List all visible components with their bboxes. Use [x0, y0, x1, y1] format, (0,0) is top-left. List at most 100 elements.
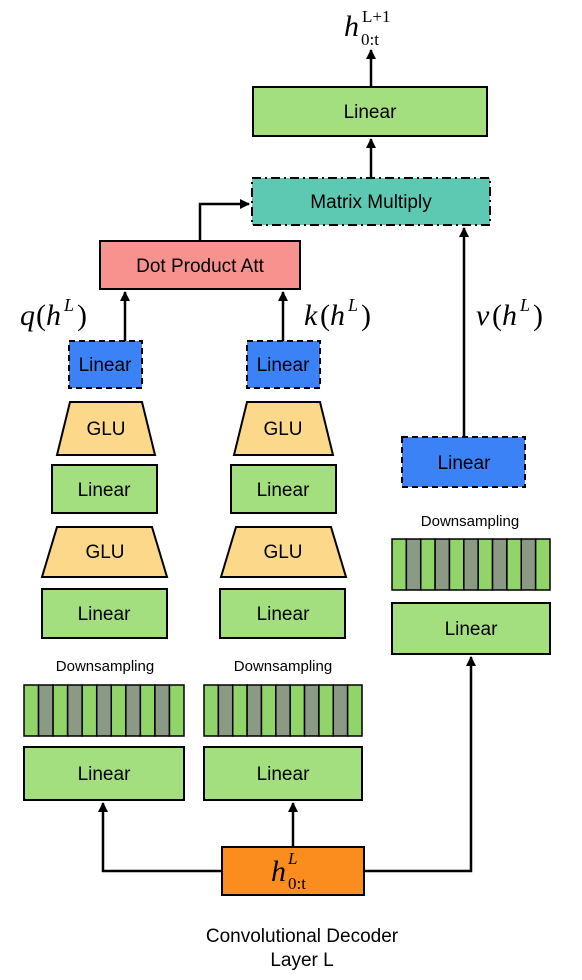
- svg-text:Linear: Linear: [445, 619, 498, 640]
- k-downsampling-bars: [203, 684, 363, 737]
- svg-text:(: (: [492, 299, 502, 332]
- dot-product-attention-block: Dot Product Att: [99, 240, 301, 290]
- svg-text:): ): [77, 299, 87, 332]
- input-sub: 0:t: [288, 874, 306, 893]
- input-sup: L: [287, 849, 297, 868]
- svg-text:GLU: GLU: [85, 542, 124, 563]
- svg-text:Linear: Linear: [257, 764, 310, 785]
- k-linear-bottom-block: Linear: [203, 746, 363, 801]
- svg-text:Linear: Linear: [78, 604, 131, 625]
- svg-text:v: v: [476, 299, 490, 332]
- input-block: h L 0:t: [221, 846, 365, 896]
- svg-text:h: h: [46, 299, 61, 332]
- v-downsampling-bars: [391, 538, 551, 591]
- top-linear-block: Linear: [252, 86, 488, 137]
- downsampling-bar: [66, 684, 83, 737]
- v-annotation: v ( h L ): [476, 295, 543, 332]
- svg-text:h: h: [271, 855, 286, 888]
- downsampling-bar: [391, 538, 408, 591]
- svg-text:Linear: Linear: [257, 480, 310, 501]
- q-linear-bottom-block: Linear: [23, 746, 185, 801]
- svg-text:Linear: Linear: [344, 102, 397, 123]
- v-linear-blue-block: Linear: [401, 436, 526, 488]
- downsampling-bar: [318, 684, 335, 737]
- svg-text:(: (: [320, 299, 330, 332]
- q-linear-blue-block: Linear: [68, 340, 143, 389]
- svg-text:Dot Product Att: Dot Product Att: [136, 256, 265, 277]
- output-sub: 0:t: [361, 30, 379, 49]
- arrow-input-to-q: [98, 802, 222, 873]
- k-linear-mid-block: Linear: [230, 464, 337, 514]
- downsampling-bar: [477, 538, 494, 591]
- svg-text:Linear: Linear: [257, 604, 310, 625]
- downsampling-bar: [37, 684, 54, 737]
- downsampling-bar: [260, 684, 277, 737]
- downsampling-bar: [332, 684, 349, 737]
- downsampling-bar: [139, 684, 156, 737]
- k-linear-low-block: Linear: [219, 588, 346, 639]
- svg-text:k: k: [304, 299, 318, 332]
- downsampling-bar: [203, 684, 220, 737]
- svg-text:h: h: [344, 10, 359, 43]
- svg-text:h: h: [330, 299, 345, 332]
- output-label: h L+1 0:t: [344, 7, 390, 49]
- downsampling-bar: [23, 684, 40, 737]
- output-sup: L+1: [362, 7, 390, 26]
- downsampling-bar: [246, 684, 263, 737]
- downsampling-bar: [491, 538, 508, 591]
- svg-text:L: L: [63, 295, 74, 315]
- downsampling-bar: [95, 684, 113, 737]
- k-downsampling-label: Downsampling: [234, 658, 332, 675]
- downsampling-bar: [81, 684, 98, 737]
- downsampling-bar: [231, 684, 248, 737]
- svg-text:Linear: Linear: [438, 453, 491, 474]
- svg-text:): ): [361, 299, 371, 332]
- q-linear-mid-block: Linear: [51, 464, 158, 514]
- svg-text:L: L: [519, 295, 530, 315]
- k-glu-top-block: GLU: [232, 401, 335, 456]
- svg-text:GLU: GLU: [86, 419, 125, 440]
- downsampling-bar: [125, 684, 142, 737]
- downsampling-bar: [434, 538, 451, 591]
- arrow-input-to-v: [364, 656, 476, 873]
- v-downsampling-label: Downsampling: [421, 513, 519, 530]
- matrix-multiply-block: Matrix Multiply: [251, 177, 491, 226]
- svg-text:L: L: [347, 295, 358, 315]
- downsampling-bar: [303, 684, 320, 737]
- q-glu-bottom-block: GLU: [40, 526, 169, 578]
- svg-text:h: h: [502, 299, 517, 332]
- downsampling-bar: [289, 684, 306, 737]
- downsampling-bar: [419, 538, 436, 591]
- svg-text:(: (: [36, 299, 46, 332]
- arrow-attention-to-matmul: [198, 199, 250, 241]
- downsampling-bar: [520, 538, 537, 591]
- k-annotation: k ( h L ): [304, 295, 371, 332]
- svg-text:GLU: GLU: [263, 419, 302, 440]
- svg-text:Matrix Multiply: Matrix Multiply: [310, 192, 432, 213]
- downsampling-bar: [154, 684, 171, 737]
- q-linear-low-block: Linear: [41, 588, 168, 639]
- q-downsampling-label: Downsampling: [56, 658, 154, 675]
- q-glu-top-block: GLU: [55, 401, 157, 456]
- svg-text:Linear: Linear: [78, 764, 131, 785]
- k-linear-blue-block: Linear: [246, 340, 321, 389]
- svg-text:q: q: [20, 299, 35, 332]
- downsampling-bar: [448, 538, 465, 591]
- downsampling-bar: [168, 684, 185, 737]
- q-annotation: q ( h L ): [20, 295, 87, 332]
- downsampling-bar: [52, 684, 69, 737]
- svg-text:Linear: Linear: [257, 355, 310, 376]
- caption-line-1: Convolutional Decoder: [206, 926, 399, 947]
- downsampling-bar: [346, 684, 363, 737]
- svg-text:): ): [533, 299, 543, 332]
- downsampling-bar: [534, 538, 551, 591]
- svg-text:Linear: Linear: [79, 355, 132, 376]
- downsampling-bar: [275, 684, 291, 737]
- downsampling-bar: [217, 684, 234, 737]
- downsampling-bar: [405, 538, 422, 591]
- svg-text:GLU: GLU: [263, 542, 302, 563]
- svg-text:Linear: Linear: [78, 480, 131, 501]
- downsampling-bar: [463, 538, 479, 591]
- q-downsampling-bars: [23, 684, 185, 737]
